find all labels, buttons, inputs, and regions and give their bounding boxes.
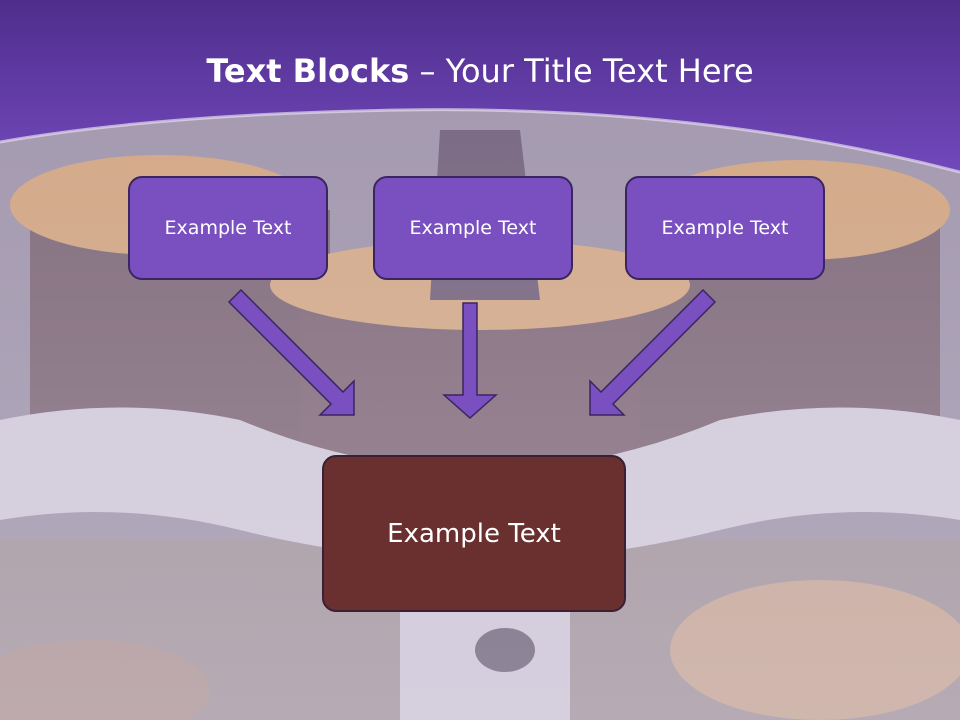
text-block-1[interactable]: Example Text [128,176,328,280]
text-block-2-label: Example Text [409,217,537,239]
text-block-2[interactable]: Example Text [373,176,573,280]
text-block-3-label: Example Text [661,217,789,239]
title-bold: Text Blocks [206,52,410,90]
text-block-3[interactable]: Example Text [625,176,825,280]
title-rest: – Your Title Text Here [409,52,754,90]
slide-title: Text Blocks – Your Title Text Here [0,52,960,90]
target-text-block-label: Example Text [387,518,561,549]
target-text-block[interactable]: Example Text [322,455,626,612]
text-block-1-label: Example Text [164,217,292,239]
